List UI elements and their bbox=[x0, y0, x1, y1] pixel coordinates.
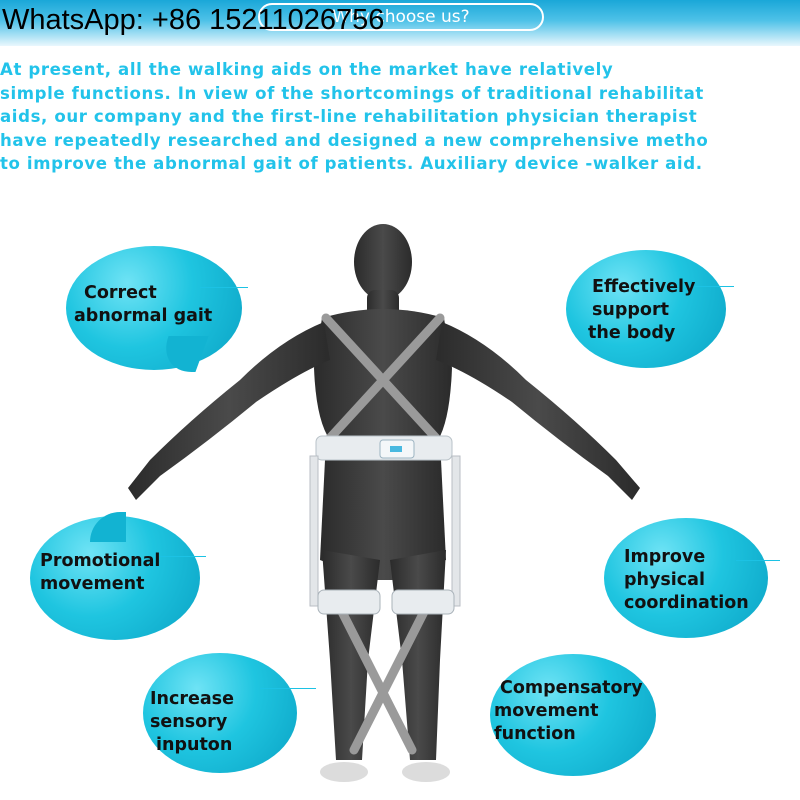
bubble-sensory-input bbox=[143, 653, 297, 773]
left-shoe bbox=[320, 762, 368, 782]
label-line: coordination bbox=[624, 593, 749, 613]
leader-line bbox=[690, 286, 734, 287]
side-rod-right bbox=[451, 455, 461, 607]
intro-line: simple functions. In view of the shortco… bbox=[0, 83, 704, 103]
label-line: abnormal gait bbox=[74, 306, 213, 326]
knee-brace-left bbox=[317, 589, 381, 615]
bubble-correct-gait bbox=[66, 246, 242, 372]
side-rod-left bbox=[309, 455, 319, 607]
intro-line: aids, our company and the first-line reh… bbox=[0, 107, 698, 126]
mannequin-body bbox=[128, 224, 640, 760]
leader-line bbox=[160, 556, 206, 557]
label-line: Improve bbox=[624, 547, 706, 567]
label-promotional-movement: Promotional movement bbox=[40, 550, 160, 596]
intro-line: have repeatedly researched and designed … bbox=[0, 130, 709, 150]
whatsapp-watermark: WhatsApp: +86 15211026756 bbox=[2, 4, 385, 36]
belt-indicator bbox=[390, 446, 402, 452]
label-sensory-input: Increase sensory inputon bbox=[150, 688, 234, 757]
why-choose-us-pill: Why choose us? bbox=[258, 3, 544, 31]
label-line: sensory bbox=[150, 712, 228, 732]
intro-paragraph: At present, all the walking aids on the … bbox=[0, 58, 800, 178]
leader-line bbox=[200, 287, 248, 288]
label-line: Effectively bbox=[592, 277, 696, 297]
bubble-support-body bbox=[566, 250, 726, 368]
label-line: support bbox=[592, 300, 669, 320]
leader-line bbox=[736, 560, 780, 561]
right-shoe bbox=[402, 762, 450, 782]
label-physical-coordination: Improve physical coordination bbox=[624, 546, 749, 615]
label-correct-gait: Correct abnormal gait bbox=[74, 282, 212, 328]
label-line: the body bbox=[588, 323, 676, 343]
label-line: Compensatory bbox=[500, 678, 643, 698]
label-line: Correct bbox=[84, 283, 157, 303]
label-line: inputon bbox=[156, 735, 233, 755]
label-line: movement bbox=[40, 574, 145, 594]
label-line: Promotional bbox=[40, 551, 161, 571]
intro-line: At present, all the walking aids on the … bbox=[0, 60, 614, 79]
label-compensatory-movement: Compensatory movement function bbox=[494, 677, 643, 746]
header-band bbox=[0, 0, 800, 46]
label-line: function bbox=[494, 724, 576, 744]
leader-line bbox=[260, 688, 316, 689]
bubble-compensatory-movement bbox=[490, 654, 656, 776]
intro-line: to improve the abnormal gait of patients… bbox=[0, 154, 703, 173]
label-line: physical bbox=[624, 570, 705, 590]
knee-brace-right bbox=[391, 589, 455, 615]
harness-straps bbox=[321, 313, 445, 755]
leader-line bbox=[560, 690, 600, 691]
bubble-physical-coordination bbox=[604, 518, 768, 638]
label-line: movement bbox=[494, 701, 599, 721]
label-line: Increase bbox=[150, 689, 234, 709]
bubble-promotional-movement bbox=[30, 512, 200, 640]
label-support-body: Effectively support the body bbox=[588, 276, 696, 345]
